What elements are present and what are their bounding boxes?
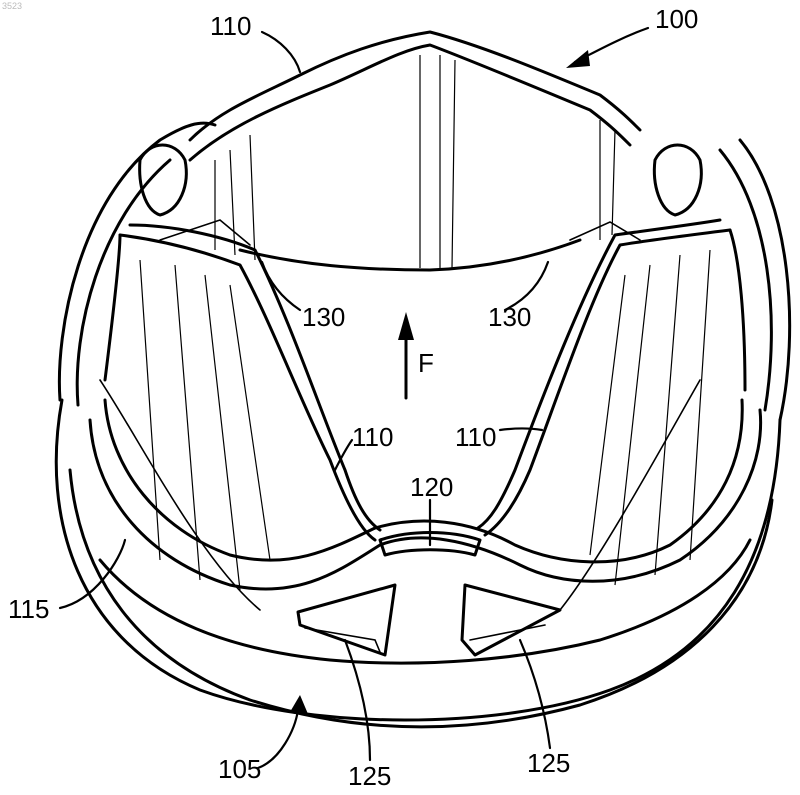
label-110-right: 110 <box>455 422 496 452</box>
label-130-right: 130 <box>488 302 531 332</box>
label-125-right: 125 <box>527 748 570 778</box>
label-105: 105 <box>218 754 261 784</box>
label-115: 115 <box>8 594 49 624</box>
label-100: 100 <box>655 4 698 34</box>
leaflet-top <box>190 32 640 270</box>
corner-mark: 3523 <box>2 1 22 11</box>
flow-arrow <box>398 312 414 398</box>
leader-lines <box>60 28 648 768</box>
label-110-left: 110 <box>352 422 393 452</box>
window-right <box>462 585 560 655</box>
leaflet-left <box>105 220 380 590</box>
leaflet-right <box>478 220 745 585</box>
label-130-left: 130 <box>302 302 345 332</box>
label-120: 120 <box>410 472 453 502</box>
label-125-left: 125 <box>348 761 391 791</box>
force-label: F <box>418 348 434 378</box>
label-110-top: 110 <box>210 11 251 41</box>
